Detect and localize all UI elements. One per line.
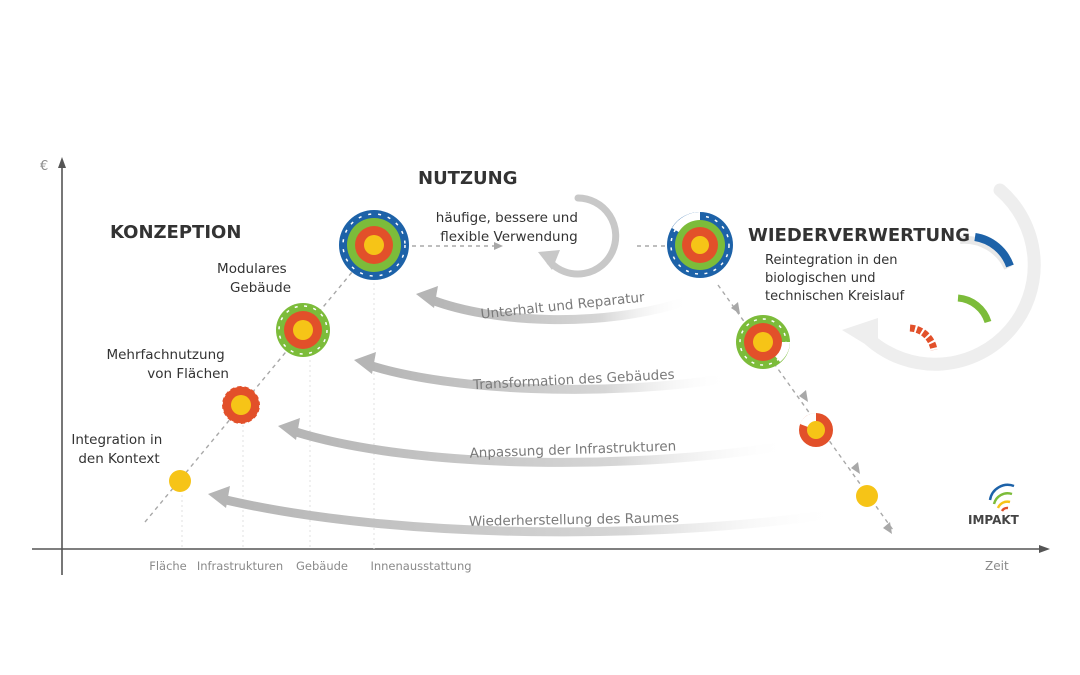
stage-labels: Integration in den Kontext Mehrfachnutzu… <box>71 261 291 467</box>
x-axis-label: Zeit <box>985 559 1009 573</box>
stage-label-multiuse: Mehrfachnutzung von Flächen <box>106 347 229 382</box>
x-tick-label: Infrastrukturen <box>197 559 283 573</box>
x-tick-label: Fläche <box>149 559 187 573</box>
circles <box>169 210 878 507</box>
flow-label: Anpassung der Infrastrukturen <box>469 438 676 461</box>
recycling-arcs <box>909 233 1014 351</box>
recycling-loop <box>842 183 1041 371</box>
green-arc <box>957 294 992 324</box>
flow-label: Wiederherstellung des Raumes <box>469 510 680 530</box>
flow-labels: Unterhalt und Reparatur Transformation d… <box>469 289 680 529</box>
phase-recycling: WIEDERVERWERTUNG <box>748 225 970 246</box>
phase-usage: NUTZUNG <box>418 168 517 189</box>
circle-recycling-green <box>736 315 790 369</box>
flow-arrow <box>367 361 735 394</box>
circle-recycling-red <box>799 412 833 447</box>
impakt-logo: IMPAKT <box>968 483 1020 527</box>
loop-arrowhead <box>538 250 560 270</box>
blue-arc <box>974 233 1014 268</box>
flow-arrow <box>221 495 845 537</box>
recycling-text: Reintegration in den biologischen und te… <box>765 253 905 304</box>
guide-lines <box>181 278 375 549</box>
axes: € Zeit <box>32 157 1050 575</box>
loop-arrowhead <box>842 318 878 352</box>
x-tick-label: Innenausstattung <box>370 559 471 573</box>
phase-conception: KONZEPTION <box>110 222 241 243</box>
flow-arrowhead <box>278 418 300 440</box>
usage-text: häufige, bessere und flexible Verwendung <box>436 210 582 245</box>
flow-arrowhead <box>416 286 438 308</box>
circle-recycling-yellow <box>856 485 878 507</box>
red-arc <box>909 324 938 351</box>
flow-arrow <box>291 427 795 467</box>
circle-modular <box>276 303 330 357</box>
x-tick-label: Gebäude <box>296 559 348 573</box>
flow-arrowhead <box>354 352 376 374</box>
circle-integration <box>169 470 191 492</box>
flow-arrow <box>427 295 695 325</box>
y-axis-label: € <box>40 159 48 174</box>
circle-recycling-start <box>667 212 733 278</box>
stage-label-modular: Modulares Gebäude <box>217 261 291 296</box>
stage-label-integration: Integration in den Kontext <box>71 432 166 467</box>
return-flows <box>208 286 845 537</box>
flow-arrowhead <box>208 486 230 508</box>
circle-multiuse <box>221 385 261 425</box>
usage-loop <box>538 194 620 278</box>
logo-swirl-icon <box>988 483 1015 501</box>
x-tick-labels: Fläche Infrastrukturen Gebäude Innenauss… <box>149 559 471 573</box>
logo-text: IMPAKT <box>968 513 1020 527</box>
circle-usage-full <box>339 210 409 280</box>
